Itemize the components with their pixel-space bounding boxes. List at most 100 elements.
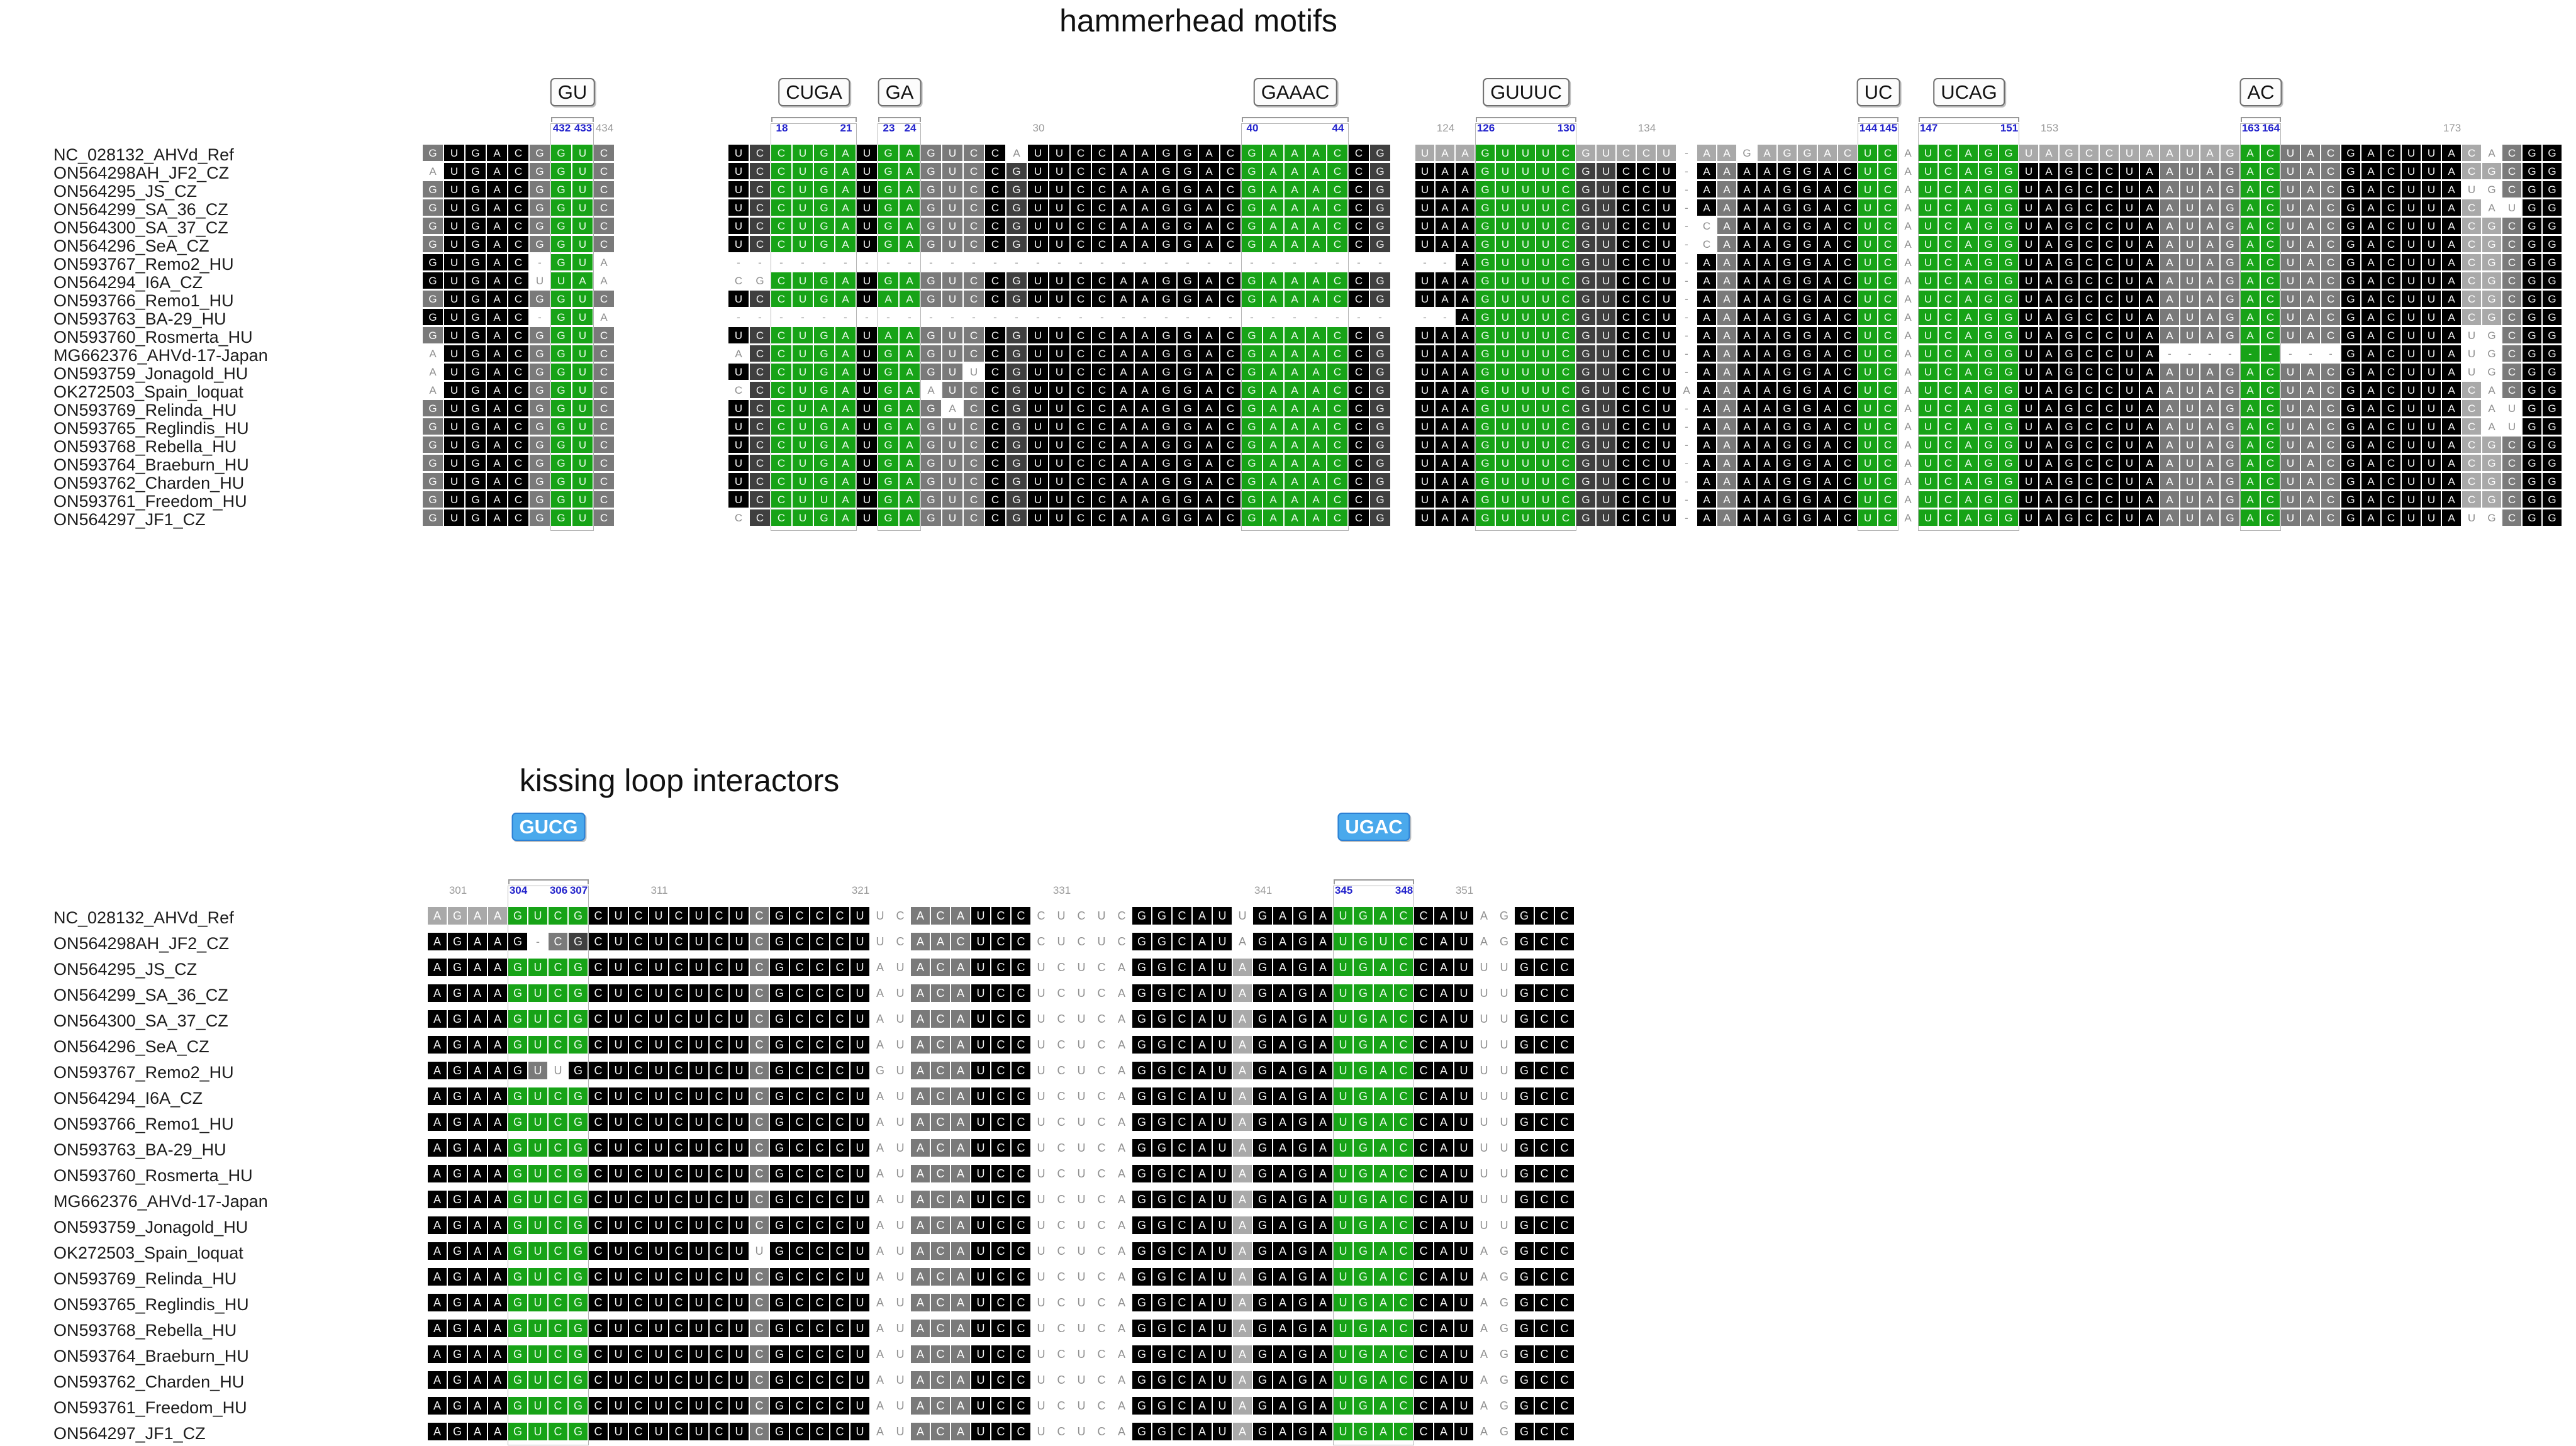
sequence-cell: C: [810, 1320, 829, 1337]
sequence-cell: G: [1293, 1062, 1312, 1079]
sequence-cell: G: [1253, 1216, 1272, 1234]
sequence-cell: G: [1006, 418, 1027, 435]
sequence-cell: G: [1253, 1113, 1272, 1131]
sequence-cell: C: [2080, 473, 2099, 489]
sequence-cell: U: [2281, 181, 2300, 197]
sequence-cell: G: [1242, 199, 1262, 216]
sequence-cell: C: [2502, 181, 2521, 197]
motif-span-bracket: [1476, 117, 1576, 122]
sequence-cell: U: [1919, 382, 1938, 398]
sequence-cell: A: [428, 1010, 447, 1028]
sequence-cell: G: [1253, 1010, 1272, 1028]
sequence-cell: U: [528, 1139, 547, 1157]
sequence-name: ON593761_Freedom_HU: [53, 1398, 247, 1417]
sequence-cell: C: [1117, 935, 1126, 948]
sequence-cell: C: [985, 491, 1005, 508]
sequence-cell: A: [1959, 163, 1978, 179]
sequence-cell: U: [2281, 509, 2300, 526]
sequence-cell: U: [1536, 382, 1555, 398]
sequence-cell: G: [2523, 382, 2541, 398]
sequence-cell: C: [771, 218, 791, 234]
sequence-cell: U: [728, 291, 749, 307]
sequence-cell: A: [2488, 147, 2495, 159]
sequence-cell: A: [487, 218, 507, 234]
sequence-cell: C: [1012, 1397, 1030, 1415]
sequence-cell: G: [1515, 907, 1534, 925]
position-number: 311: [650, 884, 668, 896]
sequence-cell: A: [2442, 345, 2461, 362]
sequence-cell: G: [551, 181, 571, 197]
sequence-cell: -: [1100, 311, 1104, 323]
sequence-cell: G: [1499, 935, 1508, 948]
sequence-cell: U: [1334, 1345, 1352, 1363]
sequence-cell: U: [1037, 1064, 1045, 1077]
sequence-cell: A: [900, 437, 920, 453]
sequence-cell: A: [1135, 455, 1155, 471]
sequence-cell: C: [2321, 254, 2340, 270]
sequence-cell: G: [878, 509, 898, 526]
sequence-cell: G: [1178, 418, 1198, 435]
sequence-cell: U: [1077, 1090, 1086, 1103]
sequence-cell: C: [1637, 199, 1656, 216]
sequence-cell: A: [1117, 1013, 1125, 1025]
sequence-cell: C: [985, 364, 1005, 380]
sequence-cell: -: [2309, 347, 2312, 360]
sequence-cell: G: [1499, 1271, 1508, 1283]
sequence-cell: C: [1617, 364, 1636, 380]
sequence-cell: G: [1798, 418, 1817, 435]
sequence-cell: U: [2120, 455, 2139, 471]
sequence-cell: G: [1006, 364, 1027, 380]
sequence-cell: C: [2080, 437, 2099, 453]
sequence-cell: -: [1357, 311, 1361, 323]
sequence-cell: G: [2543, 491, 2562, 508]
sequence-cell: U: [2402, 491, 2421, 508]
sequence-cell: U: [896, 1399, 905, 1412]
sequence-cell: A: [1434, 933, 1453, 950]
sequence-cell: A: [951, 1268, 970, 1286]
sequence-cell: C: [1012, 907, 1030, 925]
sequence-cell: -: [972, 311, 976, 323]
sequence-cell: C: [1349, 163, 1369, 179]
sequence-cell: A: [1436, 272, 1454, 289]
sequence-cell: G: [530, 345, 550, 362]
sequence-cell: C: [1394, 933, 1413, 950]
sequence-cell: C: [1173, 1345, 1191, 1363]
sequence-cell: C: [1637, 491, 1656, 508]
sequence-cell: U: [689, 1320, 708, 1337]
sequence-cell: C: [771, 491, 791, 508]
sequence-cell: G: [1293, 1397, 1312, 1415]
sequence-cell: C: [2502, 309, 2521, 325]
sequence-cell: C: [1349, 437, 1369, 453]
sequence-cell: C: [810, 907, 829, 925]
sequence-cell: A: [1904, 438, 1912, 451]
sequence-cell: U: [971, 933, 990, 950]
sequence-cell: A: [1737, 327, 1756, 343]
sequence-cell: A: [1758, 473, 1776, 489]
sequence-cell: A: [1818, 400, 1837, 416]
sequence-cell: A: [2140, 145, 2159, 161]
sequence-cell: U: [1536, 163, 1555, 179]
sequence-cell: U: [1536, 218, 1555, 234]
sequence-cell: C: [810, 1062, 829, 1079]
motif-span-bracket: [1334, 879, 1414, 884]
sequence-cell: A: [1013, 147, 1020, 159]
sequence-cell: A: [1717, 272, 1736, 289]
sequence-cell: C: [1057, 1322, 1066, 1335]
sequence-cell: G: [2523, 199, 2541, 216]
position-number: 30: [1032, 122, 1045, 134]
sequence-cell: A: [2200, 199, 2219, 216]
sequence-cell: A: [1758, 364, 1776, 380]
sequence-cell: U: [1496, 491, 1515, 508]
sequence-cell: A: [2200, 455, 2219, 471]
sequence-cell: A: [428, 1087, 447, 1105]
sequence-cell: C: [1327, 418, 1347, 435]
sequence-cell: G: [1979, 437, 1998, 453]
sequence-cell: G: [1798, 437, 1817, 453]
sequence-cell: A: [2442, 181, 2461, 197]
sequence-cell: G: [1778, 199, 1797, 216]
sequence-cell: U: [1454, 1036, 1473, 1054]
sequence-cell: C: [2502, 491, 2521, 508]
sequence-cell: A: [1263, 455, 1283, 471]
sequence-cell: A: [1456, 491, 1475, 508]
sequence-cell: A: [1758, 418, 1776, 435]
